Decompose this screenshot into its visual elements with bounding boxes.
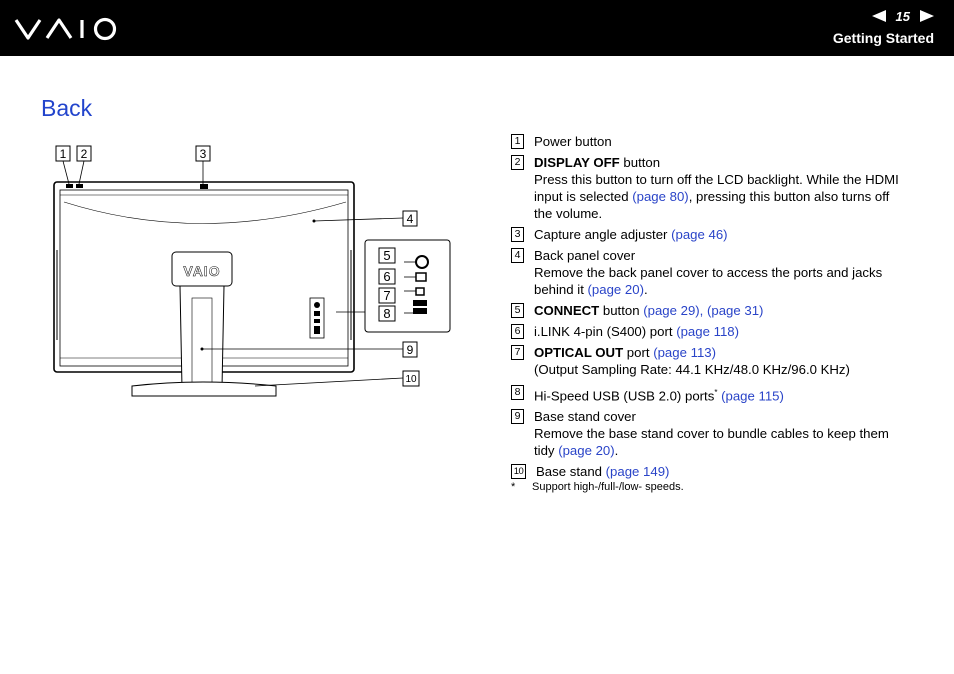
list-item: 1 Power button [511,133,911,150]
page-link[interactable]: (page 113) [653,345,717,360]
item-number: 8 [511,385,524,400]
item-number: 10 [511,464,526,480]
svg-text:1: 1 [60,147,67,161]
list-item: 3 Capture angle adjuster (page 46) [511,226,911,243]
item-text: Capture angle adjuster [534,227,672,242]
item-bold: DISPLAY OFF [534,155,620,170]
page-link[interactable]: (page 115) [717,388,784,404]
list-item: 5 CONNECT button (page 29), (page 31) [511,302,911,319]
item-desc: , pressing this button also turns off th… [534,189,890,221]
item-number: 7 [511,345,524,360]
item-text: i.LINK 4-pin (S400) port [534,324,677,339]
list-item: 8 Hi-Speed USB (USB 2.0) ports* (page 11… [511,384,911,404]
item-desc: . [643,282,648,297]
component-list: 1 Power button 2 DISPLAY OFF button Pres… [511,133,911,484]
callout-5: 5 [378,247,396,264]
item-desc: Remove the base stand cover to bundle ca… [534,426,889,459]
callout-10: 10 [402,370,420,387]
arrow-right-icon[interactable] [920,10,934,22]
svg-text:6: 6 [383,269,390,284]
section-title: Getting Started [832,30,934,46]
page-nav: 15 [871,7,934,25]
callout-9: 9 [402,341,418,358]
callout-3: 3 [195,145,211,162]
item-number: 2 [511,155,524,170]
svg-text:4: 4 [407,212,414,226]
item-text: Base stand cover [534,409,636,425]
item-text: Hi-Speed USB (USB 2.0) ports [534,388,715,404]
item-number: 3 [511,227,524,242]
page-link[interactable]: (page 20) [558,443,615,459]
page-title: Back [41,95,93,121]
item-text: button [619,155,661,170]
svg-text:VAIO: VAIO [183,263,220,279]
item-text: Power button [534,134,612,149]
item-number: 6 [511,324,524,339]
svg-text:8: 8 [383,306,390,321]
svg-text:9: 9 [407,343,414,357]
computer-back-illustration: VAIO 1 2 3 4 5 6 [53,145,451,397]
page-link[interactable]: (page 46) [671,227,728,242]
footnote: * Support high-/full-/low- speeds. [511,481,684,493]
item-number: 1 [511,134,524,149]
item-text: Base stand [536,464,606,480]
list-item: 9 Base stand cover Remove the base stand… [511,408,911,459]
footnote-text: Support high-/full-/low- speeds. [532,481,684,493]
list-item: 7 OPTICAL OUT port (page 113) (Output Sa… [511,344,911,378]
page-link[interactable]: (page 20) [587,282,644,297]
item-number: 5 [511,303,524,318]
item-bold: OPTICAL OUT [534,345,624,360]
item-number: 9 [511,409,524,425]
item-bold: CONNECT [534,303,600,318]
item-text: button [599,303,644,318]
svg-text:10: 10 [405,374,417,385]
svg-text:7: 7 [383,288,390,303]
callout-4: 4 [402,210,418,227]
svg-text:2: 2 [81,147,88,161]
callout-2: 2 [76,145,92,162]
svg-text:5: 5 [383,248,390,263]
page-link[interactable]: (page 31) [707,303,764,318]
arrow-left-icon[interactable] [871,10,886,22]
svg-text:3: 3 [200,147,207,161]
item-separator: , [699,303,707,318]
header-bar: 15 Getting Started [0,0,954,56]
callout-6: 6 [378,268,396,285]
page-link[interactable]: (page 118) [676,324,740,339]
page-link[interactable]: (page 29) [643,303,700,318]
footnote-marker: * [714,388,718,397]
item-desc: Remove the back panel cover to access th… [534,265,883,297]
page-link[interactable]: (page 80) [632,189,689,204]
item-desc: (Output Sampling Rate: 44.1 KHz/48.0 KHz… [534,362,850,377]
footnote-mark: * [511,481,516,493]
list-item: 4 Back panel cover Remove the back panel… [511,247,911,298]
item-desc: . [614,443,619,459]
page-link[interactable]: (page 149) [605,464,670,480]
list-item: 10 Base stand (page 149) [511,463,911,480]
callout-1: 1 [55,145,71,162]
item-desc: Press this button to turn off the LCD ba… [534,172,899,204]
callout-8: 8 [378,305,396,322]
page-number: 15 [895,8,910,24]
callout-7: 7 [378,287,396,304]
item-text: Back panel cover [534,248,636,263]
list-item: 2 DISPLAY OFF button Press this button t… [511,154,911,222]
item-number: 4 [511,248,524,263]
list-item: 6 i.LINK 4-pin (S400) port (page 118) [511,323,911,340]
item-text: port [623,345,654,360]
vaio-logo [14,17,117,41]
